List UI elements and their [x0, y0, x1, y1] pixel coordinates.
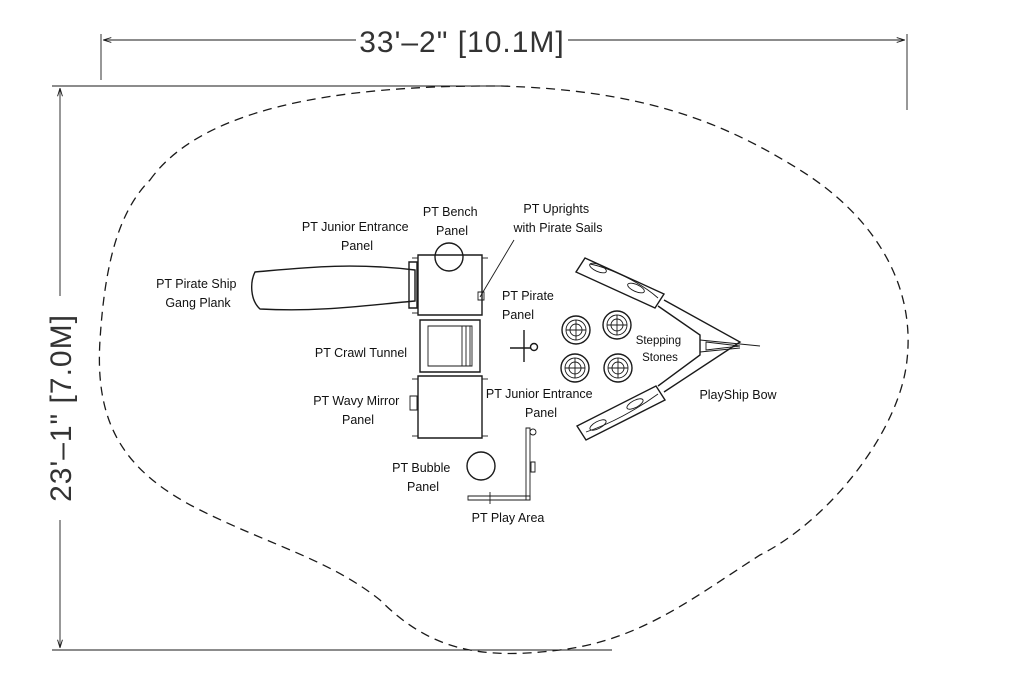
label-uprights-pirate-sails: PT Uprights with Pirate Sails [513, 202, 603, 235]
depth-dimension: 23'–1" [7.0M] [45, 86, 612, 650]
label-bench-panel: PT Bench Panel [423, 205, 481, 238]
label-play-area: PT Play Area [472, 511, 545, 525]
stepping-stone [604, 354, 632, 382]
label-junior-entrance-panel-top: PT Junior Entrance Panel [302, 220, 412, 253]
wavy-mirror-panel-mark [410, 396, 417, 410]
label-junior-entrance-panel-bottom: PT Junior Entrance Panel [486, 387, 596, 420]
label-wavy-mirror-panel: PT Wavy Mirror Panel [313, 394, 403, 427]
uprights-leader-line [480, 240, 514, 297]
pirate-panel-post [510, 330, 538, 362]
upright-post [478, 292, 484, 300]
label-bubble-panel: PT Bubble Panel [392, 461, 454, 494]
crawl-tunnel-module [420, 320, 480, 372]
stepping-stone [603, 311, 631, 339]
label-pirate-ship-gang-plank: PT Pirate Ship Gang Plank [156, 277, 240, 310]
playship-bow [576, 258, 760, 440]
safety-zone-outline [99, 86, 908, 654]
bubble-panel-circle [467, 452, 495, 480]
gang-plank [252, 266, 415, 310]
bench-panel-circle [435, 243, 463, 271]
width-dimension-label: 33'–2" [10.1M] [359, 26, 565, 59]
label-pirate-panel: PT Pirate Panel [502, 289, 557, 322]
label-crawl-tunnel: PT Crawl Tunnel [315, 346, 407, 360]
width-dimension: 33'–2" [10.1M] [101, 26, 907, 110]
gang-plank-end [409, 262, 417, 308]
label-stepping-stones: Stepping Stones [636, 335, 685, 364]
deck-module-bottom [410, 376, 488, 438]
play-area-structure [468, 428, 536, 504]
depth-dimension-label: 23'–1" [7.0M] [45, 314, 78, 502]
stepping-stone [562, 316, 590, 344]
stepping-stones [561, 311, 632, 382]
label-playship-bow: PlayShip Bow [699, 388, 777, 402]
deck-module-top [412, 243, 488, 315]
stepping-stone [561, 354, 589, 382]
